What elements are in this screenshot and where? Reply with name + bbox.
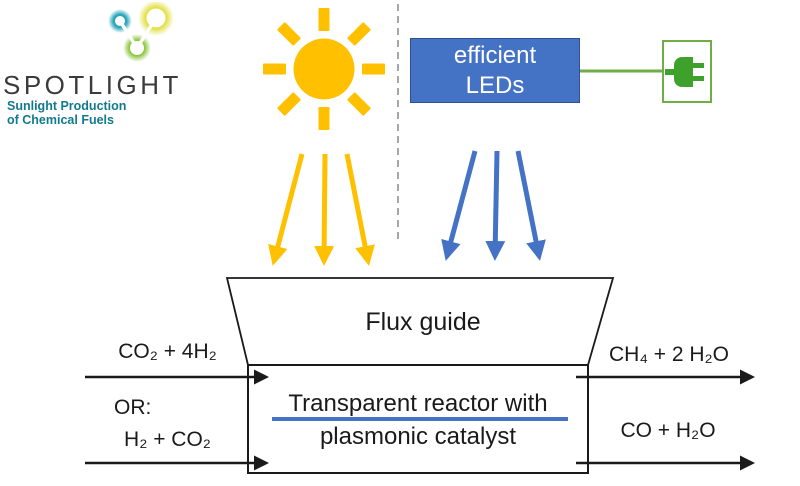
led-light-arrows [441,150,546,261]
logo-title: SPOTLIGHT [3,70,182,100]
input-bottom-label: H₂ + CO₂ [124,428,211,451]
logo-tagline-line2: of Chemical Fuels [7,113,114,127]
led-label-line1: efficient [453,41,537,69]
molecule-logo-icon [108,2,174,62]
sunlight-arrows [268,153,375,266]
output-bottom-label: CO + H₂O [620,419,716,442]
input-or-label: OR: [114,396,152,419]
output-top-label: CH₄ + 2 H₂O [608,343,729,366]
flow-arrows [85,369,755,471]
led-label-line2: LEDs [465,71,525,99]
power-plug-frame [662,40,712,103]
efficient-leds-box: efficient LEDs [410,38,580,103]
power-plug-icon [665,56,704,87]
flux-guide-label: Flux guide [365,308,481,336]
sun-icon [263,8,385,130]
reactor-label-line2: plasmonic catalyst [319,423,517,450]
input-top-label: CO₂ + 4H₂ [118,340,217,363]
logo-tagline-line1: Sunlight Production [7,99,127,113]
reactor-label-line1: Transparent reactor with [288,390,548,417]
